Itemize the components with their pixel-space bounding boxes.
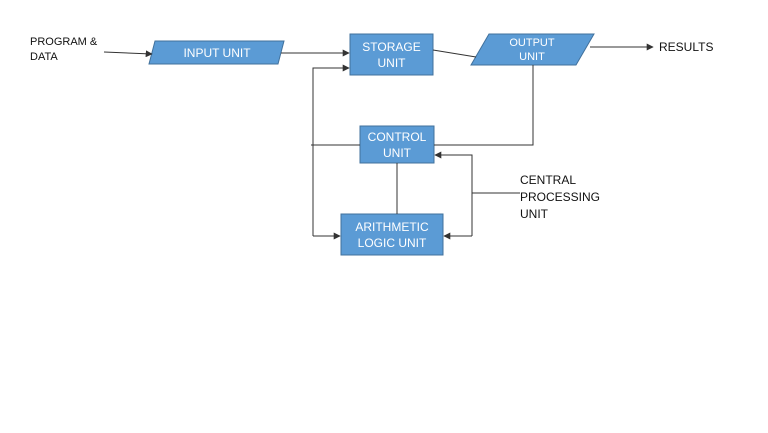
alu-shape xyxy=(340,213,444,256)
output-unit-shape xyxy=(470,33,595,66)
arrow-program-to-input xyxy=(103,50,153,58)
control-unit-label: CONTROL UNIT xyxy=(367,129,427,160)
line-output-to-control xyxy=(434,65,534,146)
line-storage-to-output xyxy=(432,49,477,58)
storage-unit-label: STORAGE UNIT xyxy=(362,39,421,70)
program-data-label: PROGRAM & DATA xyxy=(30,36,98,63)
alu-label: ARITHMETIC LOGIC UNIT xyxy=(355,219,429,250)
results-label: RESULTS xyxy=(659,40,714,54)
cpu-label: CENTRAL PROCESSING UNIT xyxy=(520,173,601,221)
arrow-right-bus-to-control xyxy=(434,151,473,236)
arrow-left-bus-to-storage xyxy=(312,64,350,236)
input-unit-label: INPUT UNIT xyxy=(183,45,251,60)
storage-unit-shape xyxy=(349,33,434,76)
output-unit-label: OUTPUT UNIT xyxy=(509,36,555,63)
